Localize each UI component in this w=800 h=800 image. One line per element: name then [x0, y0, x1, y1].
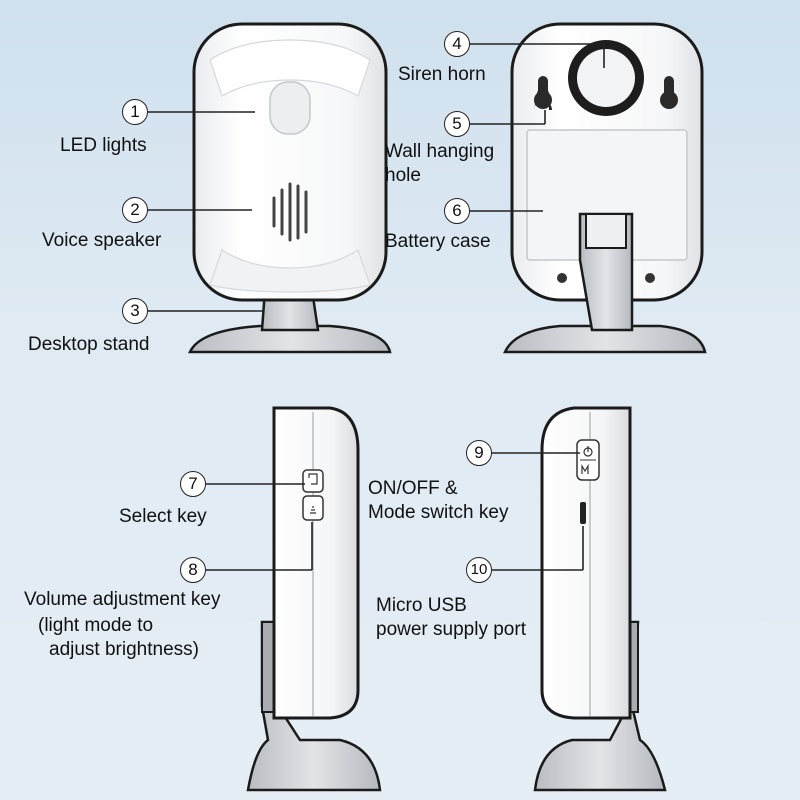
callout-9-number: 9	[466, 440, 492, 466]
right-side-view	[492, 406, 667, 792]
back-view	[467, 22, 707, 354]
callout-4-number: 4	[444, 31, 470, 57]
callout-10-number: 10	[466, 557, 492, 583]
front-body	[192, 22, 388, 302]
callout-3-number: 3	[122, 298, 148, 324]
callout-2-number: 2	[122, 197, 148, 223]
callout-1-number: 1	[122, 99, 148, 125]
wall-hanging-hole-label-line2: hole	[385, 165, 421, 186]
led-lights-label: LED lights	[60, 135, 147, 156]
voice-speaker-label: Voice speaker	[42, 230, 162, 251]
left-side-stand	[246, 620, 382, 792]
desktop-stand-label: Desktop stand	[28, 334, 150, 355]
callout-8-number: 8	[180, 557, 206, 583]
wall-hanging-hole-label-line1: Wall hanging	[385, 141, 495, 162]
micro-usb-label-line2: power supply port	[376, 619, 526, 640]
callout-7-number: 7	[180, 471, 206, 497]
siren-horn-label: Siren horn	[398, 64, 486, 85]
left-side-view	[206, 406, 382, 792]
micro-usb-label-line1: Micro USB	[376, 595, 467, 616]
speaker-grille	[272, 182, 308, 242]
select-key	[302, 469, 324, 493]
volume-key-label-line2: (light mode to	[38, 615, 154, 636]
on-off-key-label-line2: Mode switch key	[368, 502, 509, 523]
volume-key-label-line1: Volume adjustment key	[24, 589, 221, 610]
volume-key-label-line3: adjust brightness)	[49, 639, 199, 660]
micro-usb-port	[580, 502, 586, 524]
battery-case-label: Battery case	[385, 231, 491, 252]
select-key-label: Select key	[119, 506, 207, 527]
callout-5-number: 5	[444, 111, 470, 137]
led-light-window	[269, 81, 311, 135]
on-off-key-label-line1: ON/OFF &	[368, 478, 458, 499]
volume-key	[302, 495, 324, 521]
front-view	[140, 22, 392, 354]
left-side-body	[272, 406, 360, 720]
callout-6-number: 6	[444, 198, 470, 224]
